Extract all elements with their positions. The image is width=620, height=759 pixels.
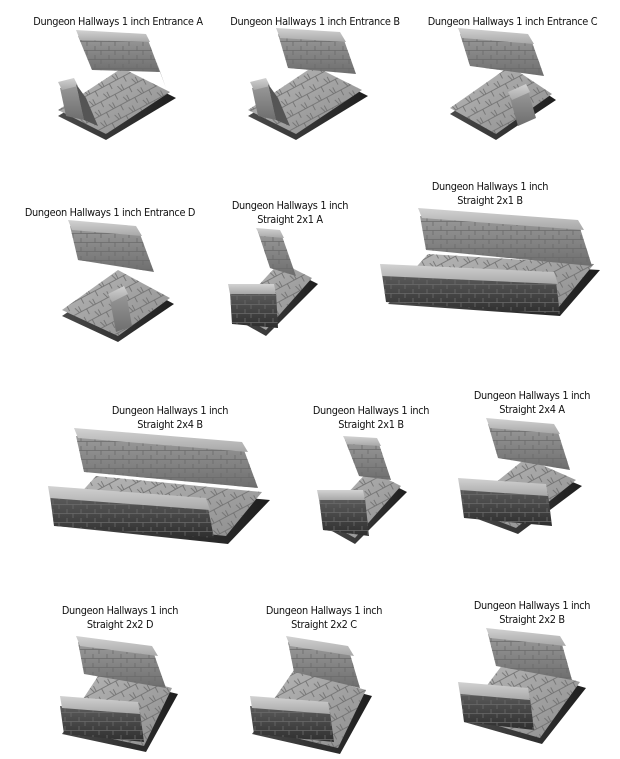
straight-tile-render-icon xyxy=(458,628,588,744)
caption-line: Straight 2x1 A xyxy=(257,214,323,226)
caption-line: Dungeon Hallways 1 inch xyxy=(265,605,383,617)
caption-line: Dungeon Hallways 1 inch xyxy=(473,600,591,612)
straight-tile-render-icon xyxy=(315,436,410,548)
caption-line: Straight 2x2 B xyxy=(499,614,565,626)
caption-line: Straight 2x1 B xyxy=(457,195,523,207)
caption-line: Dungeon Hallways 1 inch xyxy=(111,405,229,417)
caption-line: Straight 2x4 B xyxy=(137,419,203,431)
entrance-tile-render-icon xyxy=(48,28,183,143)
tile-caption: Dungeon Hallways 1 inch Straight 2x2 C xyxy=(259,604,389,632)
entrance-tile-render-icon xyxy=(240,28,375,143)
entrance-tile-render-icon xyxy=(62,220,182,345)
straight-tile-render-icon xyxy=(380,208,602,318)
straight-tile-render-icon xyxy=(60,636,180,752)
tile-caption: Dungeon Hallways 1 inch Straight 2x1 A xyxy=(225,199,355,227)
caption-line: Straight 2x2 D xyxy=(86,619,154,631)
caption-line: Straight 2x1 B xyxy=(338,419,404,431)
caption-line: Dungeon Hallways 1 inch xyxy=(231,200,349,212)
tile-caption: Dungeon Hallways 1 inch Entrance B xyxy=(227,15,404,29)
tile-caption: Dungeon Hallways 1 inch Straight 2x4 A xyxy=(467,389,597,417)
caption-line: Dungeon Hallways 1 inch xyxy=(312,405,430,417)
tile-caption: Dungeon Hallways 1 inch Entrance C xyxy=(422,15,603,29)
caption-line: Dungeon Hallways 1 inch Entrance B xyxy=(230,16,400,28)
straight-tile-render-icon xyxy=(250,636,375,754)
caption-line: Dungeon Hallways 1 inch xyxy=(61,605,179,617)
tile-caption: Dungeon Hallways 1 inch Straight 2x1 B xyxy=(306,404,436,432)
straight-tile-render-icon xyxy=(48,428,270,546)
caption-line: Dungeon Hallways 1 inch Entrance C xyxy=(427,16,598,28)
caption-line: Dungeon Hallways 1 inch Entrance A xyxy=(33,16,203,28)
caption-line: Dungeon Hallways 1 inch xyxy=(473,390,591,402)
caption-line: Dungeon Hallways 1 inch Entrance D xyxy=(24,207,196,219)
caption-line: Straight 2x4 A xyxy=(499,404,565,416)
straight-tile-render-icon xyxy=(458,418,588,536)
tile-caption: Dungeon Hallways 1 inch Straight 2x2 B xyxy=(467,599,597,627)
caption-line: Dungeon Hallways 1 inch xyxy=(431,181,549,193)
tile-caption: Dungeon Hallways 1 inch Straight 2x4 B xyxy=(105,404,235,432)
tile-caption: Dungeon Hallways 1 inch Straight 2x2 D xyxy=(55,604,185,632)
caption-line: Straight 2x2 C xyxy=(291,619,357,631)
tile-caption: Dungeon Hallways 1 inch Entrance A xyxy=(25,15,211,29)
tile-caption: Dungeon Hallways 1 inch Entrance D xyxy=(17,206,203,220)
tile-caption: Dungeon Hallways 1 inch Straight 2x1 B xyxy=(425,180,555,208)
entrance-tile-render-icon xyxy=(444,28,564,143)
straight-tile-render-icon xyxy=(226,228,321,340)
